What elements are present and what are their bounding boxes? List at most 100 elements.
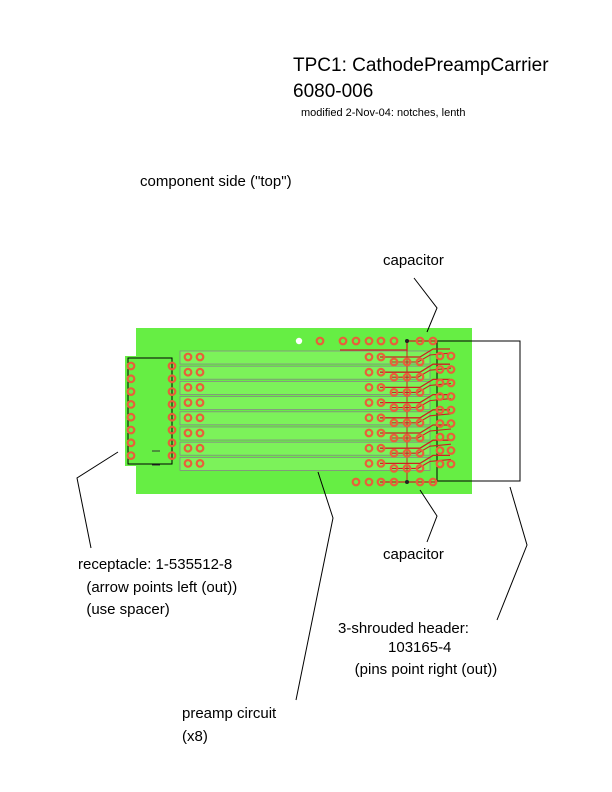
preamp-pad: [376, 413, 386, 423]
preamp-pad: [402, 357, 412, 367]
preamp-pad: [415, 433, 425, 443]
header-pin: [446, 378, 456, 388]
preamp-pad: [183, 398, 193, 408]
receptacle-label-line1: receptacle: 1-535512-8: [78, 556, 233, 573]
capacitor-pad: [415, 336, 425, 346]
preamp-pad: [183, 443, 193, 453]
preamp-pad: [389, 418, 399, 428]
preamp-pad: [195, 352, 205, 362]
header-label-line1: 3-shrouded header:: [338, 620, 469, 637]
receptacle-pad: [126, 361, 136, 371]
header-pin: [435, 405, 445, 415]
trace: [380, 424, 450, 434]
header-pin: [446, 419, 456, 428]
header-label-line2: 103165-4: [338, 639, 452, 656]
receptacle-pad: [126, 438, 136, 448]
preamp-pad: [195, 459, 205, 468]
receptacle-pad: [167, 361, 177, 371]
header-pin: [435, 419, 445, 428]
preamp-pad: [364, 428, 374, 438]
receptacle-pad: [167, 400, 177, 409]
preamp-pad: [183, 383, 193, 392]
top-pad: [315, 336, 325, 346]
leader-preamp: [295, 471, 334, 701]
preamp-pad: [415, 388, 425, 397]
preamp-pad: [183, 352, 193, 362]
preamp-pad: [376, 443, 386, 453]
trace: [392, 428, 452, 439]
leader-capacitor-top: [413, 277, 438, 333]
top-pad: [389, 336, 399, 346]
preamp-pad: [364, 413, 374, 423]
capacitor-pad: [415, 477, 425, 487]
preamp-pad: [183, 459, 193, 468]
preamp-pad: [415, 403, 425, 413]
capacitor-bottom-label: capacitor: [383, 546, 444, 563]
header-pin: [435, 365, 445, 374]
preamp-pad: [415, 357, 425, 367]
header-pin: [435, 459, 445, 469]
preamp-pad: [376, 428, 386, 438]
header-pin: [435, 446, 445, 455]
preamp-pad: [376, 459, 386, 468]
header-pin: [446, 459, 456, 469]
preamp-pad: [415, 372, 425, 382]
receptacle-outline: [127, 357, 173, 465]
preamp-pad: [376, 367, 386, 377]
preamp-pad: [195, 413, 205, 423]
preamp-pad: [389, 403, 399, 413]
header-pin: [446, 432, 456, 442]
preamp-pad: [415, 464, 425, 473]
top-pad: [338, 336, 348, 346]
preamp-pad: [183, 413, 193, 423]
trace: [380, 454, 450, 465]
preamp-pad: [376, 398, 386, 408]
preamp-pad: [389, 388, 399, 397]
receptacle-pad: [167, 387, 177, 397]
callout-lines: [76, 277, 528, 701]
preamp-pad: [402, 418, 412, 428]
preamp-label-line2: (x8): [182, 728, 208, 745]
header-pin: [446, 392, 456, 401]
preamp-label-line1: preamp circuit: [182, 705, 277, 722]
preamp-pad: [195, 398, 205, 408]
receptacle-pad: [167, 374, 177, 384]
capacitor-marker: [405, 480, 409, 484]
top-pad: [351, 336, 361, 346]
preamp-pad: [389, 357, 399, 367]
trace: [392, 413, 452, 424]
side-label: component side ("top"): [140, 173, 292, 190]
trace: [392, 382, 452, 393]
trace: [380, 363, 450, 373]
receptacle-tab: [125, 356, 175, 466]
header-pin: [435, 378, 445, 388]
trace: [380, 348, 450, 358]
receptacle-pad: [126, 387, 136, 397]
preamp-pad: [195, 367, 205, 377]
receptacle-label-line3: (use spacer): [78, 601, 170, 618]
receptacle-pad: [126, 400, 136, 409]
bottom-pad: [364, 477, 374, 487]
preamp-pad: [195, 383, 205, 392]
preamp-pad: [364, 383, 374, 392]
capacitor-marker: [405, 339, 409, 343]
capacitor-pad: [428, 336, 438, 346]
preamp-pad: [183, 367, 193, 377]
preamp-pad: [402, 433, 412, 443]
bottom-pad: [351, 477, 361, 487]
preamp-pad: [364, 367, 374, 377]
top-pad: [376, 336, 386, 346]
receptacle-pad: [167, 425, 177, 435]
preamp-pad: [402, 372, 412, 382]
trace: [380, 409, 450, 419]
preamp-pad: [364, 459, 374, 468]
preamp-pad: [376, 383, 386, 392]
pads: [126, 336, 456, 487]
preamp-pad: [376, 352, 386, 362]
header-pin: [446, 365, 456, 374]
preamp-pad: [415, 418, 425, 428]
header-pin: [446, 446, 456, 455]
preamp-pad: [195, 443, 205, 453]
preamp-pad: [364, 398, 374, 408]
